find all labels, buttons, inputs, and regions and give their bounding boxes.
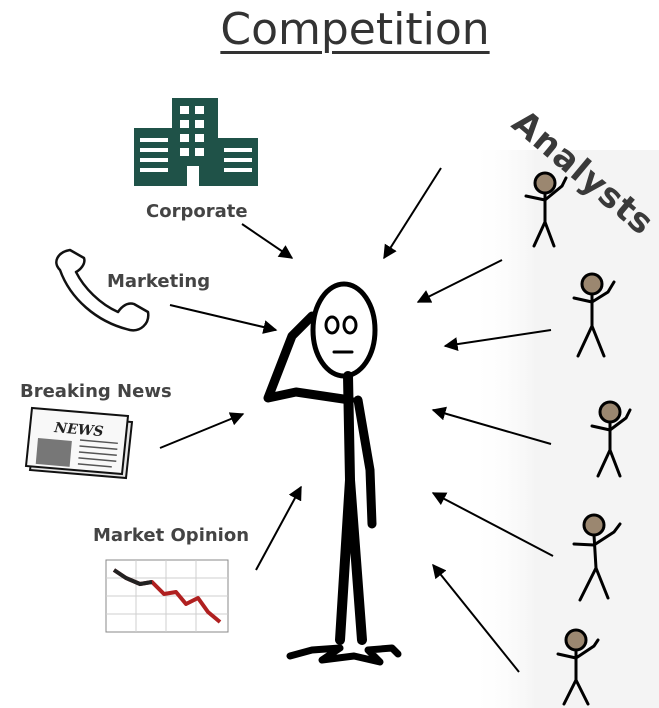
arrows [159, 167, 554, 673]
arrow-analyst-3 [431, 406, 552, 445]
arrow-analyst-4 [431, 492, 554, 557]
newspaper-icon: NEWS [24, 406, 134, 480]
arrow-analyst-2 [443, 329, 552, 352]
declining-chart-icon [105, 559, 229, 633]
arrow-corporate [241, 223, 294, 259]
arrow-analyst-1 [416, 259, 503, 303]
building-icon [134, 98, 258, 186]
stick-figure-icon [524, 171, 568, 248]
stick-figure-icon [572, 513, 622, 602]
newspaper-masthead: NEWS [53, 420, 105, 440]
page-title: Competition [220, 4, 490, 55]
central-figure [263, 281, 402, 666]
arrow-opinion [255, 485, 302, 571]
arrow-marketing [169, 304, 278, 334]
arrow-top [383, 167, 442, 260]
label-breaking-news: Breaking News [20, 381, 172, 402]
label-market-opinion: Market Opinion [93, 525, 250, 546]
label-marketing: Marketing [107, 271, 211, 292]
stick-figure-icon [590, 400, 632, 478]
stick-figure-icon [572, 272, 616, 358]
arrow-analyst-5 [432, 563, 520, 673]
stick-figure-icon [556, 628, 600, 706]
telephone-icon [55, 248, 150, 332]
arrow-news [159, 412, 245, 449]
label-corporate: Corporate [146, 201, 248, 222]
